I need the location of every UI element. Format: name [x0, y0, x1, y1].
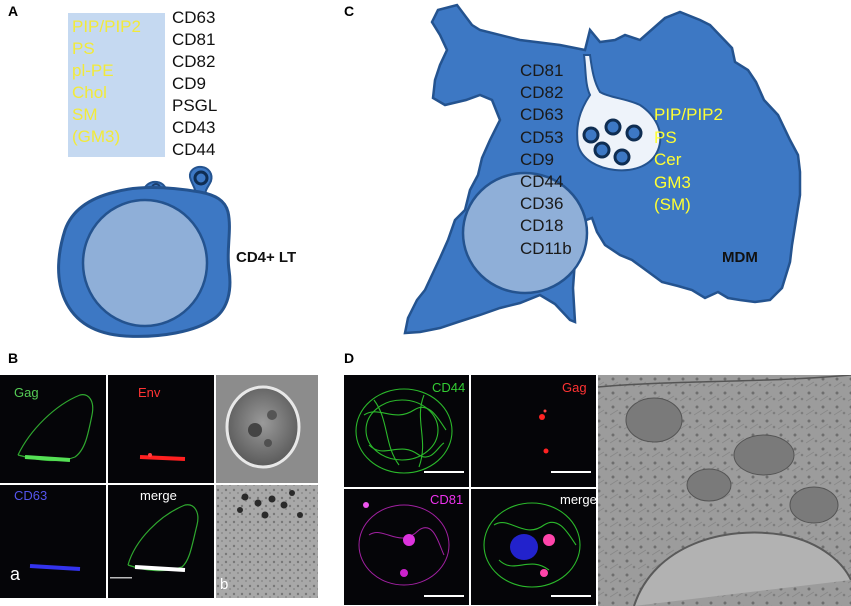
protein-item: CD63: [172, 8, 216, 27]
channel-label-merge: merge: [140, 488, 177, 503]
merge-signal-d: [483, 502, 581, 588]
protein-item: CD81: [172, 30, 216, 49]
sublabel-a: a: [10, 564, 21, 584]
micrograph-panel-b: [0, 375, 318, 598]
nucleus-dapi: [510, 534, 538, 560]
protein-item: CD53: [520, 127, 564, 147]
nucleus-c: [461, 171, 589, 295]
lipid-item: PS: [72, 39, 95, 58]
channel-label-merge-d: merge: [560, 492, 597, 507]
protein-item: CD82: [520, 83, 564, 103]
macrophage-diagram: [403, 3, 802, 335]
channel-label-gag-d: Gag: [562, 380, 587, 395]
protein-item: CD44: [172, 140, 216, 159]
cd81-signal: [358, 504, 450, 586]
gag-channel-image: [0, 375, 106, 483]
protein-item: CD43: [172, 118, 216, 137]
merge-signal: [134, 565, 186, 572]
cell-label-a: CD4+ LT: [236, 249, 297, 266]
lipid-item: pl-PE: [72, 61, 114, 80]
cd81-channel-image: [344, 489, 469, 605]
lipid-box: [68, 13, 165, 157]
em-image-b: [216, 485, 318, 598]
lipid-item: PIP/PIP2: [72, 17, 141, 36]
protein-item: CD81: [520, 61, 564, 80]
protein-item: CD11b: [520, 238, 572, 258]
lipid-item: GM3: [654, 172, 691, 192]
gag-channel-image-d: [471, 375, 596, 487]
lipid-item: (GM3): [72, 127, 121, 146]
virion-icon: [613, 148, 631, 166]
cd63-channel-image: [0, 485, 106, 598]
scale-bar: [551, 471, 591, 473]
scale-bar: [110, 577, 132, 579]
cell-body-c: [403, 3, 802, 335]
channel-label-env: Env: [138, 385, 161, 400]
panel-c-label: C: [344, 3, 355, 19]
em-nuclear-membrane: [633, 531, 851, 606]
lipid-item: PS: [654, 127, 677, 147]
protein-item: PSGL: [172, 96, 218, 115]
virion-icon: [604, 118, 622, 136]
lipid-item: PIP/PIP2: [654, 105, 723, 124]
cd44-channel-image: [344, 375, 469, 487]
merge-channel-image: [108, 485, 214, 598]
protein-list-a: CD63 CD81 CD82 CD9 PSGL CD43 CD44: [172, 7, 217, 161]
gag-signal-d: [539, 414, 545, 420]
channel-label-cd63: CD63: [14, 488, 48, 503]
protein-item: CD9: [520, 149, 555, 169]
protein-list-c: CD81 CD82 CD63 CD53 CD9 CD44 CD36 CD18 C…: [520, 60, 572, 260]
phase-cell: [225, 385, 301, 469]
micrograph-panel-d: [344, 375, 851, 606]
protein-item: CD18: [520, 216, 564, 236]
cell-label-c: MDM: [722, 249, 758, 266]
protein-item: CD44: [520, 172, 564, 192]
channel-label-cd81: CD81: [430, 492, 464, 507]
protein-item: CD82: [172, 52, 216, 71]
channel-label-gag: Gag: [14, 385, 39, 400]
sublabel-b: b: [220, 576, 229, 593]
panel-b-label: B: [8, 350, 19, 366]
scale-bar: [424, 595, 464, 597]
nucleus-a: [81, 198, 209, 328]
em-vesicles: [625, 397, 839, 524]
env-signal: [139, 455, 186, 461]
panel-a-label: A: [8, 3, 19, 19]
protein-item: CD9: [172, 74, 207, 93]
channel-label-cd44: CD44: [432, 380, 466, 395]
gag-signal-bright: [24, 455, 71, 462]
panel-d-label: D: [344, 350, 355, 366]
virion-icon: [625, 124, 643, 142]
protein-item: CD63: [520, 105, 564, 125]
cd44-signal: [355, 388, 453, 474]
lipid-item: Cer: [654, 150, 682, 169]
lymphocyte-diagram: [57, 165, 232, 338]
cd63-signal: [29, 564, 81, 571]
lipid-item: SM: [72, 105, 98, 124]
scale-bar: [424, 471, 464, 473]
virion-icons: [582, 118, 643, 166]
em-virions: [237, 490, 303, 519]
virion-icon: [593, 141, 611, 159]
bud-vesicle-icon: [193, 170, 209, 186]
lipid-item: (SM): [654, 195, 691, 214]
protein-item: CD36: [520, 194, 564, 214]
env-channel-image: [108, 375, 214, 483]
vcc-compartment: [576, 54, 662, 172]
lipid-list-a: PIP/PIP2 PS pl-PE Chol SM (GM3): [72, 16, 141, 148]
virion-icon: [582, 126, 600, 144]
lipid-list-c: PIP/PIP2 PS Cer GM3 (SM): [654, 104, 723, 217]
lipid-item: Chol: [72, 83, 107, 102]
scale-bar: [551, 595, 591, 597]
